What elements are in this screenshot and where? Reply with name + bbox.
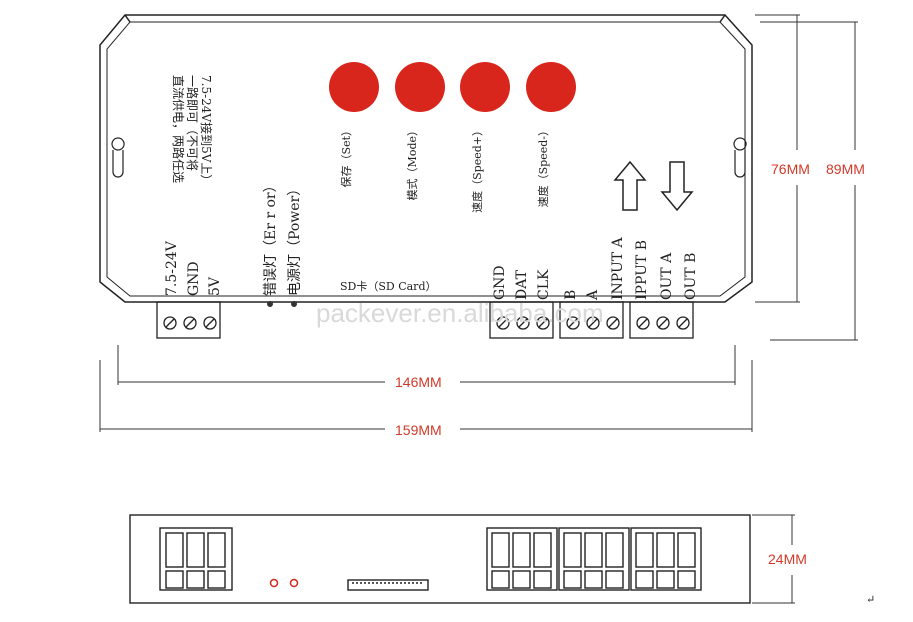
watermark: packever.en.alibaba.com [316, 298, 604, 328]
button-speed-minus[interactable]: 速度（Speed-） [526, 62, 576, 207]
button-mode-label: 模式（Mode） [406, 125, 419, 200]
mount-hole-right [733, 137, 747, 178]
label-ipput-b: IPPUT B [634, 240, 650, 300]
error-led-label: 错误灯（Er r or） [263, 178, 279, 296]
sd-card-label: SD卡（SD Card） [340, 280, 436, 293]
label-5v: 5V [207, 276, 223, 296]
power-led [291, 301, 297, 307]
label-clk: CLK [536, 269, 552, 300]
sd-card-slot [347, 579, 429, 591]
label-input-a: INPUT A [610, 236, 626, 300]
label-dat: DAT [514, 269, 530, 300]
label-gnd-sd: GND [492, 265, 508, 300]
mount-hole-left [111, 137, 125, 178]
power-note-1: 直流供电，两路任选 [171, 75, 186, 183]
side-error-led [269, 578, 279, 588]
sd-terminal-block [489, 301, 554, 339]
button-speed-minus-label: 速度（Speed-） [536, 125, 550, 207]
dim-height-outer: 89MM [826, 161, 865, 177]
power-terminal-block [156, 301, 221, 339]
signal-terminal-labels: GND DAT CLK B A INPUT A IPPUT B OUT A OU… [492, 236, 699, 301]
label-b: B [563, 290, 579, 300]
arrow-up-icon [613, 160, 647, 211]
label-gnd-power: GND [186, 261, 202, 296]
label-out-a: OUT A [659, 252, 675, 300]
error-led [267, 301, 273, 307]
input-terminal-block [559, 301, 624, 339]
button-set-label: 保存（Set） [339, 125, 353, 187]
button-set[interactable]: 保存（Set） [329, 62, 379, 187]
button-mode[interactable]: 模式（Mode） [395, 62, 445, 200]
arrow-down-icon [660, 161, 694, 212]
button-speed-plus[interactable]: 速度（Speed+） [460, 62, 510, 213]
power-note-3: 7.5-24V接到5V上） [199, 75, 214, 186]
dim-width-outer: 159MM [395, 422, 442, 438]
label-out-b: OUT B [683, 253, 699, 300]
dimension-lines [99, 14, 858, 604]
power-led-label: 电源灯（Power） [287, 182, 303, 296]
button-speed-plus-label: 速度（Speed+） [470, 125, 484, 213]
side-power-terminal [159, 527, 233, 591]
dim-width-inner: 146MM [395, 374, 442, 390]
side-power-led [289, 578, 299, 588]
side-output-terminal [630, 527, 702, 591]
device-outline [99, 14, 753, 303]
dim-height-inner: 76MM [771, 161, 810, 177]
dim-depth: 24MM [768, 551, 807, 567]
output-terminal-block [629, 301, 694, 339]
side-sd-terminal [486, 527, 558, 591]
label-7.5-24v: 7.5-24V [164, 240, 180, 296]
label-a: A [585, 289, 601, 301]
power-terminal-labels: 7.5-24V GND 5V [164, 240, 223, 296]
power-notes: 直流供电，两路任选 一路即可（不可将 7.5-24V接到5V上） [171, 75, 214, 186]
side-input-terminal [558, 527, 630, 591]
side-view [129, 514, 751, 604]
power-note-2: 一路即可（不可将 [185, 75, 200, 171]
return-mark: ↵ [866, 593, 875, 606]
